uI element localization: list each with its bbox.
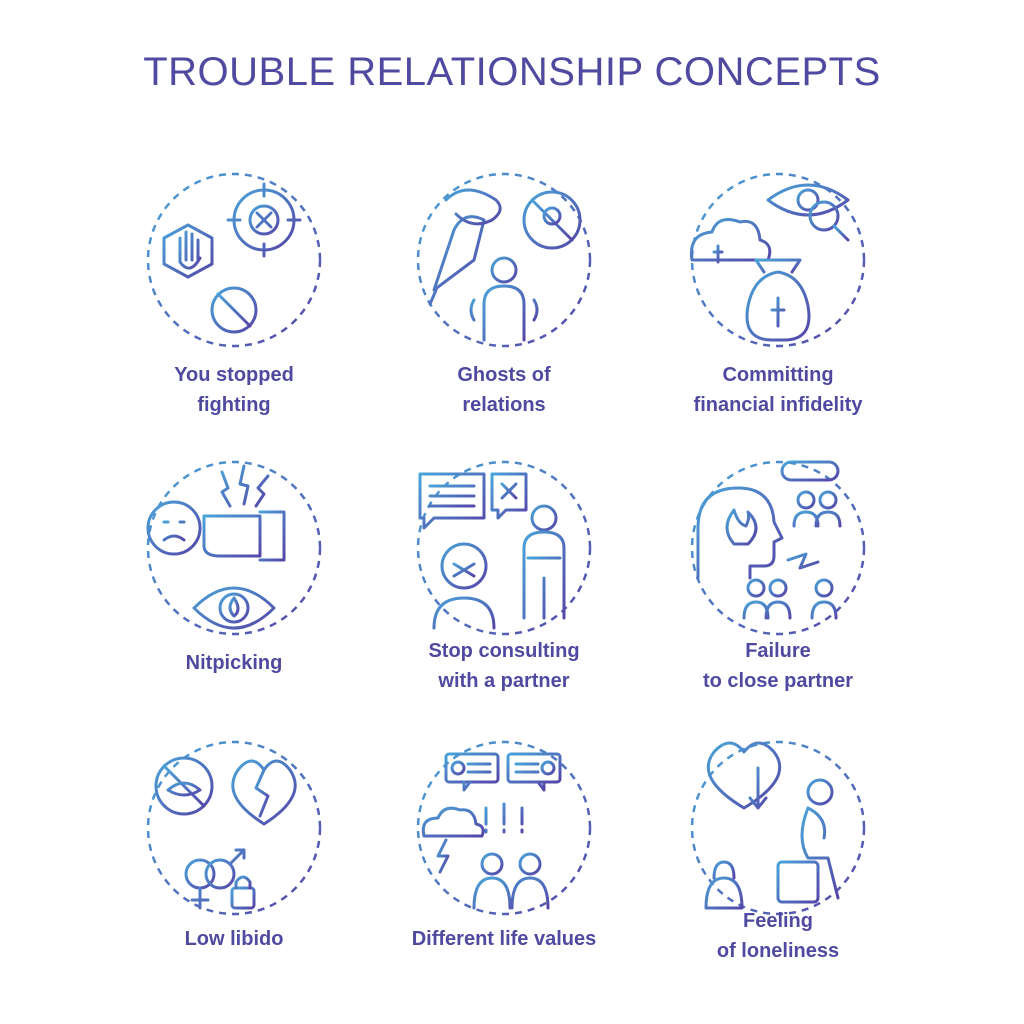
page-title: TROUBLE RELATIONSHIP CONCEPTS [143,50,881,94]
concept-label-line2: fighting [197,394,271,416]
concept-label-line1: Feeling [742,910,813,932]
concept-label-line1: You stopped [174,364,294,386]
concept-label-line2: with a partner [438,670,570,692]
speech-bubbles-people-icon [416,460,592,636]
stop-hand-target-ban-icon [146,172,322,348]
concept-label-line2: to close partner [702,670,854,692]
concept-label-line1: Nitpicking [185,652,283,674]
concept-label-line1: Ghosts of [457,364,551,386]
concept-label-line2: financial infidelity [693,394,863,416]
cloud-lightning-argument-icon [416,740,592,916]
concept-label-line2: relations [462,394,546,416]
broken-heart-gender-icon [146,740,322,916]
sad-person-heart-icon [690,740,866,916]
concept-label-line1: Different life values [411,928,597,950]
concept-label-line1: Stop consulting [428,640,580,662]
ghost-person-icon [416,172,592,348]
concept-label-line1: Low libido [184,928,284,950]
concept-label-line1: Committing [722,364,834,386]
head-fire-group-icon [690,460,866,636]
concept-label-line2: of loneliness [716,940,840,962]
concept-label-line1: Failure [745,640,811,662]
money-bag-eye-icon [689,172,866,348]
pointing-finger-face-icon [146,460,322,636]
